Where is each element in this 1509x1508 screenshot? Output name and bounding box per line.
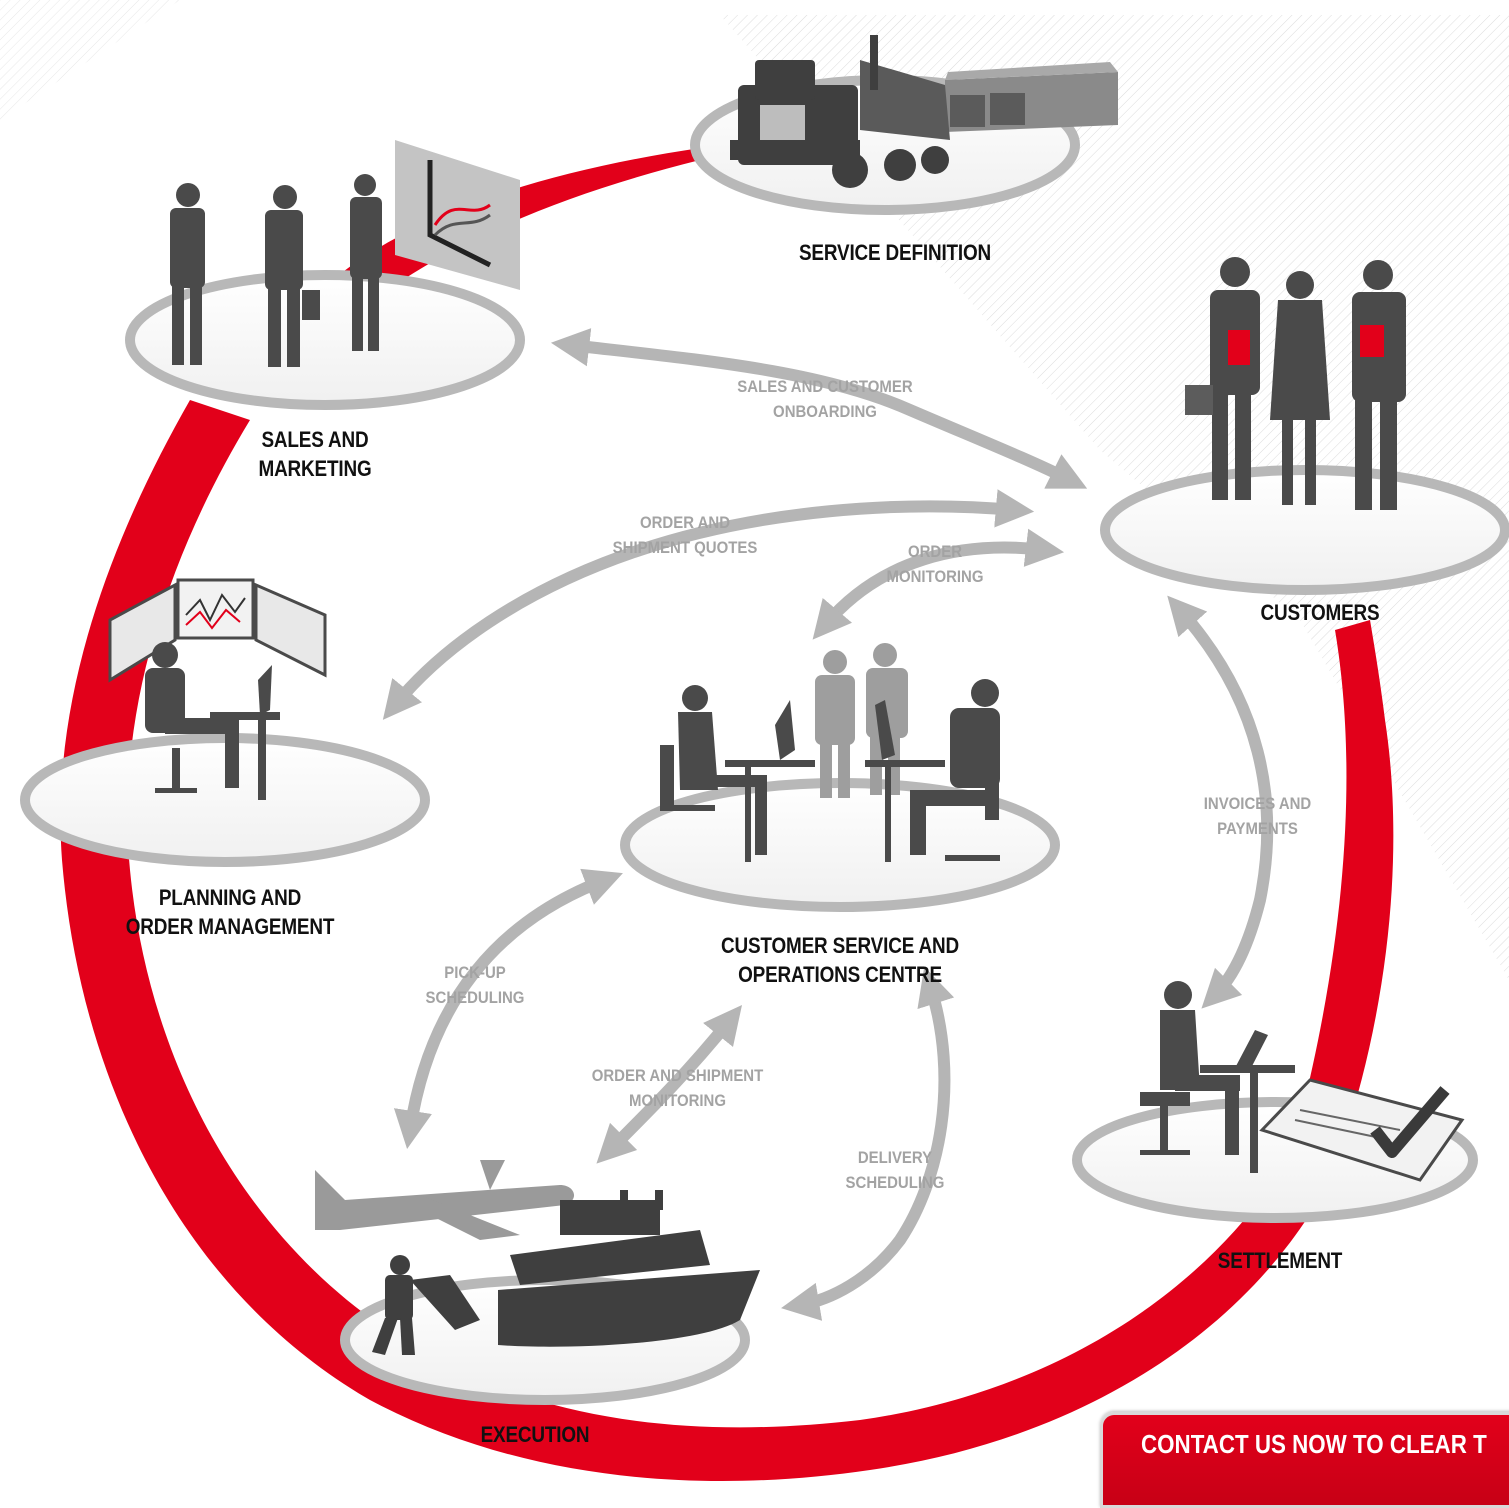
truck-icon bbox=[730, 35, 1118, 188]
sales-people-icon bbox=[170, 140, 520, 367]
flow-invoices: INVOICES AND PAYMENTS bbox=[1203, 794, 1312, 838]
label-customer-service: CUSTOMER SERVICE AND OPERATIONS CENTRE bbox=[720, 933, 960, 987]
arrow-invoices bbox=[1167, 595, 1274, 1009]
execution-transport-icon bbox=[315, 1160, 760, 1355]
flow-shipment-monitoring: ORDER AND SHIPMENT MONITORING bbox=[591, 1066, 764, 1110]
label-customers: CUSTOMERS bbox=[1260, 600, 1380, 625]
label-service-definition: SERVICE DEFINITION bbox=[798, 240, 992, 265]
label-execution: EXECUTION bbox=[480, 1422, 590, 1447]
arrow-sales-customers bbox=[550, 328, 1088, 489]
planning-desk-icon bbox=[108, 578, 327, 800]
arrow-shipment-monitoring bbox=[596, 1005, 742, 1164]
flow-pickup: PICK-UP SCHEDULING bbox=[425, 963, 525, 1007]
contact-us-button[interactable]: CONTACT US NOW TO CLEAR T bbox=[1100, 1412, 1509, 1508]
flow-sales-onboarding: SALES AND CUSTOMER ONBOARDING bbox=[737, 377, 913, 421]
disc-sales-marketing bbox=[125, 270, 525, 410]
settlement-icon bbox=[1140, 981, 1465, 1182]
flow-order-monitoring: ORDER MONITORING bbox=[886, 542, 984, 586]
flow-arrows bbox=[382, 328, 1274, 1321]
arrow-pickup bbox=[393, 868, 623, 1149]
label-settlement: SETTLEMENT bbox=[1217, 1248, 1343, 1273]
customers-people-icon bbox=[1185, 257, 1406, 510]
flow-delivery: DELIVERY SCHEDULING bbox=[845, 1148, 945, 1192]
arrow-quotes bbox=[382, 489, 1035, 720]
flow-order-quotes: ORDER AND SHIPMENT QUOTES bbox=[612, 513, 758, 557]
contact-us-label: CONTACT US NOW TO CLEAR T bbox=[1141, 1429, 1487, 1459]
background-hatch bbox=[0, 0, 1509, 980]
arrow-order-monitoring bbox=[812, 528, 1065, 640]
label-sales-marketing: SALES AND MARKETING bbox=[258, 427, 372, 481]
arrow-delivery bbox=[781, 966, 955, 1321]
label-planning: PLANNING AND ORDER MANAGEMENT bbox=[125, 885, 335, 939]
